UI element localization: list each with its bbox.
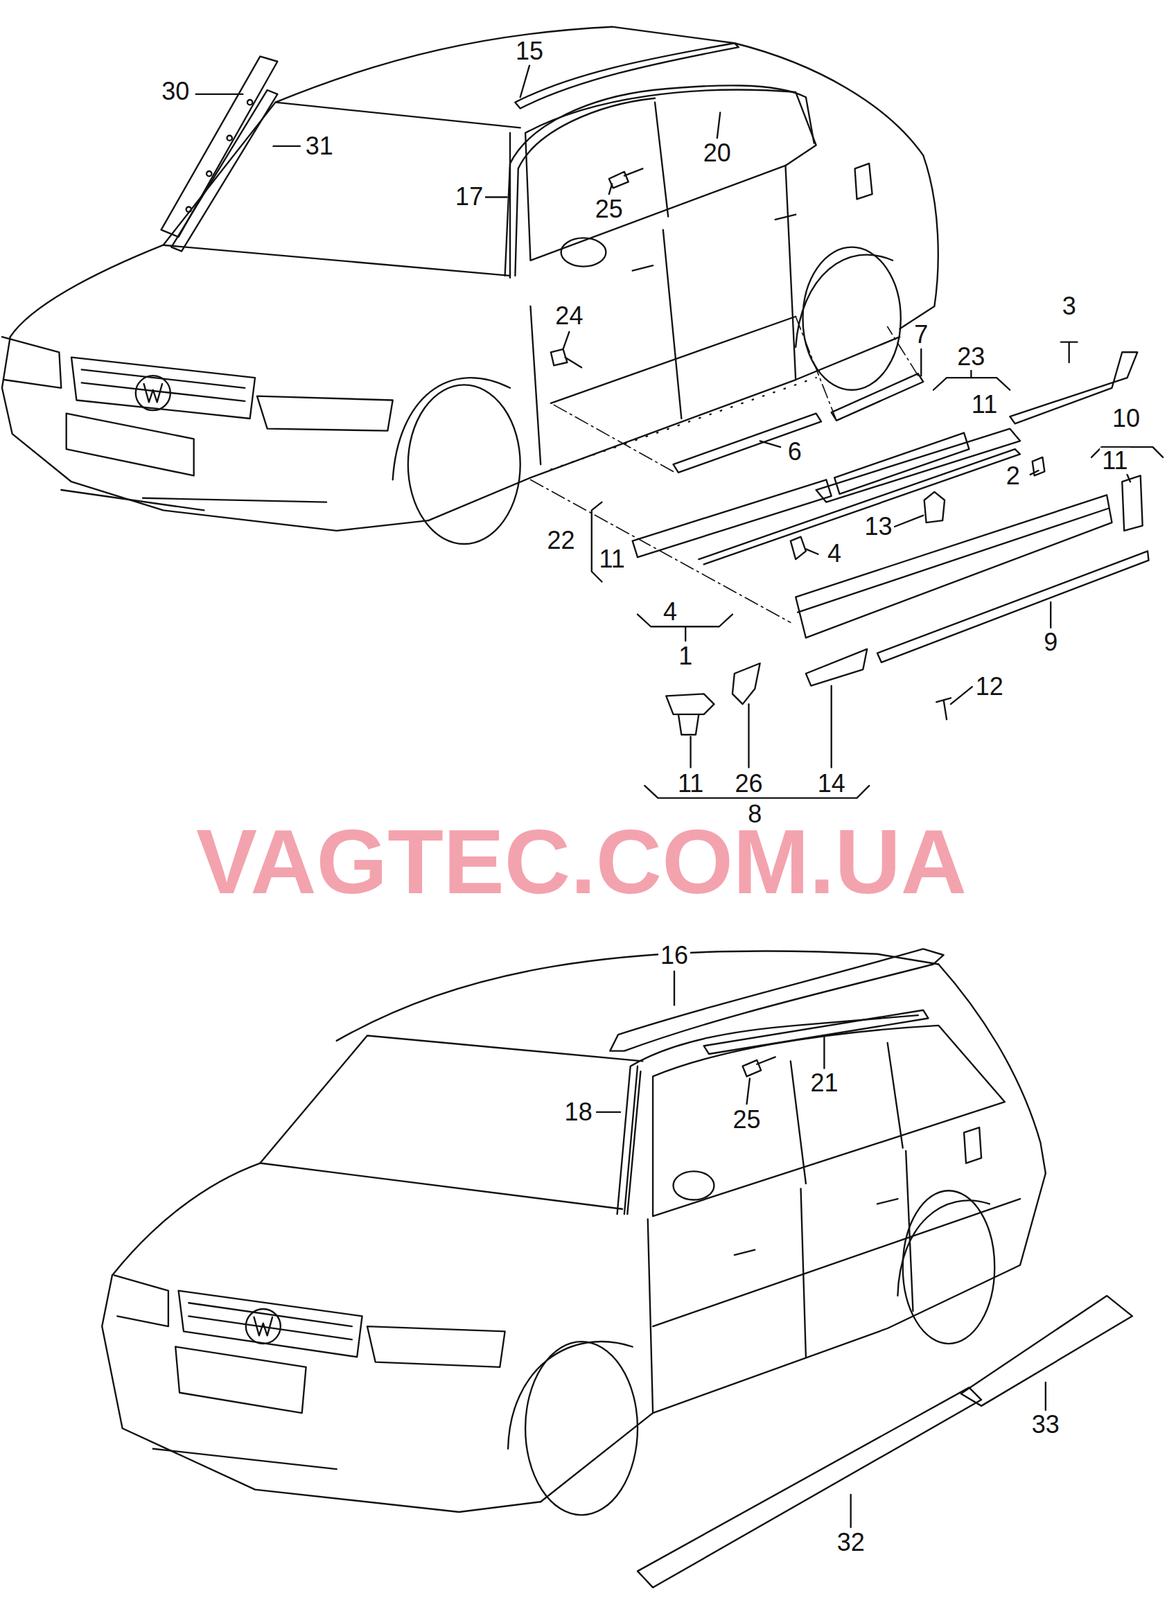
callout-number: 25 <box>731 1106 763 1134</box>
callout-number: 11 <box>969 391 1000 418</box>
callout-number: 4 <box>825 540 844 567</box>
callout-number: 11 <box>1099 447 1130 475</box>
callout-number: 2 <box>1004 462 1023 490</box>
callout-number: 9 <box>1041 629 1060 656</box>
callout-number: 16 <box>658 942 691 969</box>
callout-number: 20 <box>701 139 734 167</box>
callout-number: 1 <box>676 643 695 670</box>
callout-number: 4 <box>661 598 680 626</box>
callout-number: 23 <box>954 343 987 371</box>
callout-number: 3 <box>1060 293 1079 320</box>
callout-number: 21 <box>808 1069 840 1097</box>
callout-number: 33 <box>1029 1411 1062 1438</box>
callout-number: 10 <box>1110 405 1143 432</box>
callout-number: 13 <box>862 513 894 540</box>
callout-number: 7 <box>911 321 930 348</box>
callout-number: 24 <box>553 302 585 330</box>
callout-number: 32 <box>835 1529 867 1556</box>
callout-number: 22 <box>545 527 578 554</box>
callout-number: 30 <box>159 78 192 105</box>
wagon-drawing <box>101 948 1133 1587</box>
callout-number: 26 <box>732 770 765 797</box>
watermark: VAGTEC.COM.UA <box>196 816 967 908</box>
callout-number: 25 <box>593 196 626 223</box>
callout-number: 12 <box>973 673 1006 700</box>
callout-number: 11 <box>675 770 706 797</box>
callout-number: 6 <box>785 438 804 465</box>
callout-number: 18 <box>562 1099 595 1126</box>
callout-number: 31 <box>303 133 336 160</box>
callout-number: 14 <box>815 770 848 797</box>
callout-number: 11 <box>597 546 628 573</box>
callout-number: 17 <box>453 183 486 210</box>
callout-number: 15 <box>513 38 546 65</box>
sedan-drawing <box>2 27 1163 799</box>
